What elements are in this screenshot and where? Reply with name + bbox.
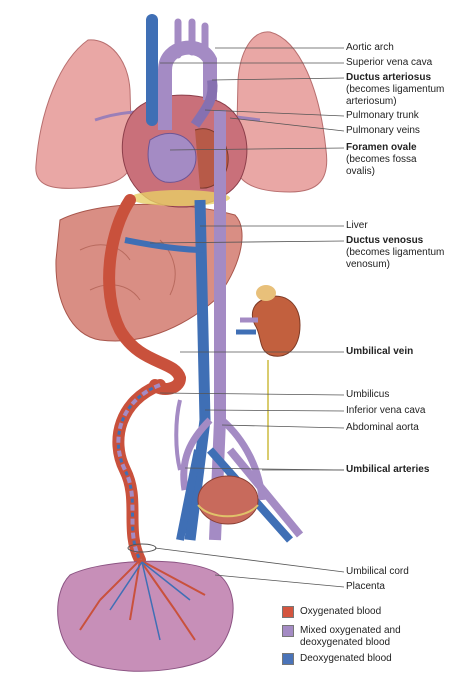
placenta-organ <box>57 560 234 672</box>
umbilical-vein-vessel <box>103 194 187 395</box>
label-ductus-arteriosus-title: Ductus arteriosus <box>346 72 432 83</box>
kidney-organ <box>251 295 301 357</box>
label-foramen-ovale-title: Foramen ovale <box>346 142 417 153</box>
label-pulmonary-veins: Pulmonary veins <box>346 125 420 136</box>
label-umbilical-vein: Umbilical vein <box>346 346 414 357</box>
label-abdominal-aorta: Abdominal aorta <box>346 422 419 433</box>
label-ductus-venosus-title: Ductus venosus <box>346 235 424 246</box>
label-superior-vena-cava: Superior vena cava <box>346 57 433 68</box>
label-ductus-arteriosus-note-1: (becomes ligamentum <box>346 84 445 95</box>
bladder-organ <box>197 475 259 525</box>
label-aortic-arch: Aortic arch <box>346 42 394 53</box>
legend-swatch-mixed <box>282 625 294 637</box>
right-lung <box>35 39 133 189</box>
label-foramen-ovale: Foramen ovale (becomes fossa ovalis) <box>346 142 417 178</box>
legend-label-mixed-line-1: Mixed oxygenated and <box>300 625 401 636</box>
legend-label-mixed-line-2: deoxygenated blood <box>300 637 391 648</box>
label-ductus-arteriosus-note-2: arteriosum) <box>346 96 397 107</box>
leader-lines <box>149 47 345 588</box>
legend-swatch-deoxygenated <box>282 653 294 665</box>
label-ductus-venosus-note-1: (becomes ligamentum <box>346 247 445 258</box>
label-ductus-venosus-note-2: venosum) <box>346 259 390 270</box>
label-inferior-vena-cava: Inferior vena cava <box>346 405 426 416</box>
label-foramen-ovale-note-1: (becomes fossa <box>346 154 417 165</box>
legend-item-deoxygenated: Deoxygenated blood <box>282 653 392 665</box>
label-ductus-venosus: Ductus venosus (becomes ligamentum venos… <box>346 235 444 271</box>
legend-label-oxygenated: Oxygenated blood <box>300 606 382 617</box>
label-pulmonary-trunk: Pulmonary trunk <box>346 110 419 121</box>
label-liver: Liver <box>346 220 368 231</box>
legend-item-mixed: Mixed oxygenated and deoxygenated blood <box>282 625 401 649</box>
legend-item-oxygenated: Oxygenated blood <box>282 606 381 618</box>
legend-label-mixed: Mixed oxygenated and deoxygenated blood <box>300 625 401 649</box>
label-placenta: Placenta <box>346 581 385 592</box>
label-ductus-arteriosus: Ductus arteriosus (becomes ligamentum ar… <box>346 72 444 108</box>
label-umbilicus: Umbilicus <box>346 389 390 400</box>
label-foramen-ovale-note-2: ovalis) <box>346 166 375 177</box>
label-umbilical-cord: Umbilical cord <box>346 566 409 577</box>
legend-swatch-oxygenated <box>282 606 294 618</box>
umbilical-cord-vessels <box>112 379 166 566</box>
label-umbilical-arteries: Umbilical arteries <box>346 464 430 475</box>
legend-label-deoxygenated: Deoxygenated blood <box>300 653 392 664</box>
